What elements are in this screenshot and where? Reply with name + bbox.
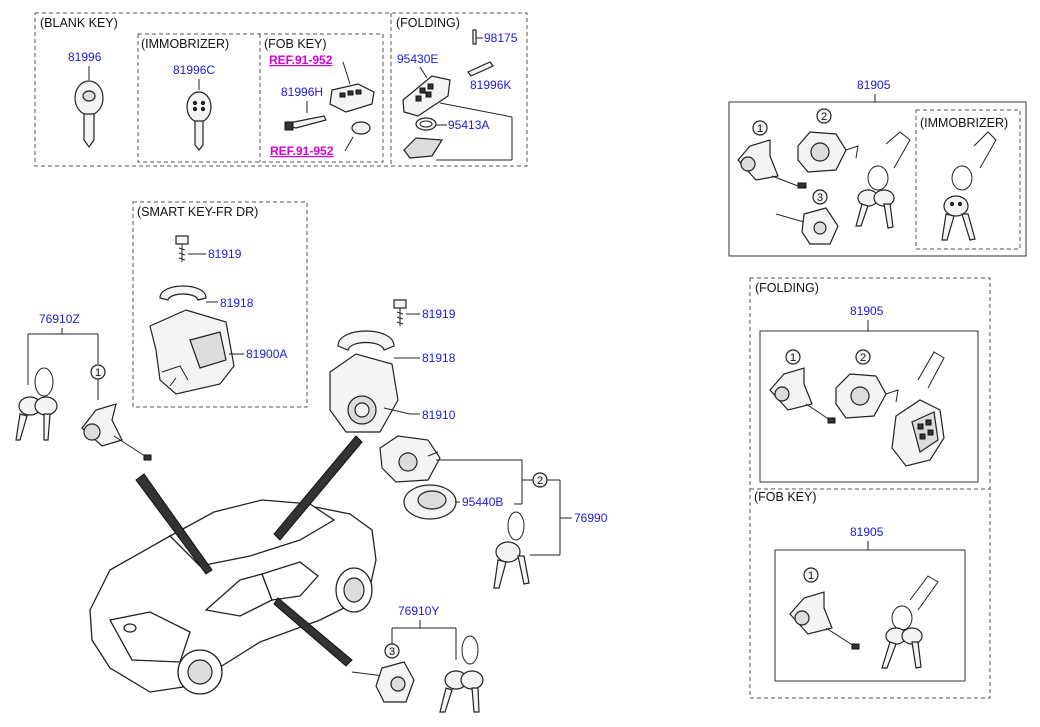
part-95440B-label[interactable]: 95440B xyxy=(462,495,503,509)
door-lock-cylinder-icon xyxy=(81,403,152,461)
immobilizer-key-set-icon-a xyxy=(941,131,997,241)
svg-text:2: 2 xyxy=(537,475,543,487)
part-81919-smart-label[interactable]: 81919 xyxy=(208,247,242,261)
right-immobrizer-label: (IMMOBRIZER) xyxy=(920,116,1008,130)
lock-cylinder-icon-a1 xyxy=(737,139,807,189)
smart-key-box xyxy=(132,201,308,408)
part-81905-b-label[interactable]: 81905 xyxy=(850,304,884,318)
part-76910Z-label[interactable]: 76910Z xyxy=(39,312,80,326)
smart-key-label: (SMART KEY-FR DR) xyxy=(137,205,258,219)
part-81910-label[interactable]: 81910 xyxy=(422,408,456,422)
pin-icon xyxy=(472,29,477,45)
part-95413A-label[interactable]: 95413A xyxy=(448,118,489,132)
key-case-bottom-icon xyxy=(403,137,444,159)
immobilizer-coil-icon xyxy=(403,484,457,520)
immobrizer-label: (IMMOBRIZER) xyxy=(141,37,229,51)
svg-text:1: 1 xyxy=(808,570,814,582)
key-pair-icon xyxy=(15,367,58,441)
svg-text:1: 1 xyxy=(95,367,101,379)
lock-cylinder-icon-a3 xyxy=(775,207,839,245)
part-81996C-label[interactable]: 81996C xyxy=(173,63,215,77)
blank-key-icon xyxy=(74,80,104,149)
svg-text:3: 3 xyxy=(389,646,395,658)
car-illustration xyxy=(89,499,377,695)
set-81905-fob-box xyxy=(774,549,966,682)
ignition-switch-icon xyxy=(379,435,441,483)
folding-key-icon-b xyxy=(891,351,945,467)
part-81996H-label[interactable]: 81996H xyxy=(281,85,323,99)
part-81918-label[interactable]: 81918 xyxy=(422,351,456,365)
key-set-icon-a xyxy=(855,131,911,229)
part-81918-smart-label[interactable]: 81918 xyxy=(220,296,254,310)
svg-text:2: 2 xyxy=(860,352,866,364)
set-81905-box xyxy=(728,101,1027,257)
part-81996K-label[interactable]: 81996K xyxy=(470,78,511,92)
folding-label: (FOLDING) xyxy=(396,16,460,30)
screw-icon xyxy=(175,235,189,262)
part-81905-a-label[interactable]: 81905 xyxy=(857,78,891,92)
fob-remote-icon xyxy=(329,83,375,113)
ignition-switch-icon-a2 xyxy=(797,131,859,173)
coin-battery-icon xyxy=(351,121,371,135)
ignition-key-set-icon xyxy=(493,511,530,589)
svg-text:2: 2 xyxy=(821,111,827,123)
screw-icon-main xyxy=(393,299,407,326)
part-76990-label[interactable]: 76990 xyxy=(574,511,608,525)
part-81996-label[interactable]: 81996 xyxy=(68,50,102,64)
right-fob-key-label: (FOB KEY) xyxy=(754,490,817,504)
part-95430E-label[interactable]: 95430E xyxy=(397,52,438,66)
top-key-groups-box xyxy=(34,12,528,167)
bracket-icon xyxy=(159,285,207,301)
svg-text:1: 1 xyxy=(757,123,763,135)
emergency-key-blade-icon xyxy=(284,115,327,131)
key-set-icon-c xyxy=(881,575,939,669)
ref-91-952-top[interactable]: REF.91-952 xyxy=(269,53,333,67)
callout-3-76910Y xyxy=(384,643,400,659)
set-81905-folding-box xyxy=(759,330,979,483)
lock-assembly-icon xyxy=(329,353,411,433)
part-81919-label[interactable]: 81919 xyxy=(422,307,456,321)
folding-key-blade-icon xyxy=(467,61,494,77)
folding-key-case-icon xyxy=(402,75,451,117)
right-immobrizer-box xyxy=(915,109,1021,250)
right-folding-label: (FOLDING) xyxy=(755,281,819,295)
right-folding-fob-box xyxy=(749,277,991,699)
blank-key-label: (BLANK KEY) xyxy=(40,16,118,30)
oring-icon xyxy=(415,117,437,131)
pointer-arrow-bottom xyxy=(273,597,353,667)
part-98175-label[interactable]: 98175 xyxy=(484,31,518,45)
key-pair-icon-76910Y xyxy=(439,635,484,713)
ref-91-952-bottom[interactable]: REF.91-952 xyxy=(270,144,334,158)
svg-text:1: 1 xyxy=(790,352,796,364)
pointer-arrow-top xyxy=(273,435,363,541)
lock-cylinder-icon-c1 xyxy=(789,591,860,650)
part-81905-c-label[interactable]: 81905 xyxy=(850,525,884,539)
part-76910Y-label[interactable]: 76910Y xyxy=(398,604,439,618)
rear-lock-cylinder-icon xyxy=(351,661,415,703)
fob-key-label: (FOB KEY) xyxy=(264,37,327,51)
door-lock-housing-icon xyxy=(149,309,235,395)
part-81900A-label[interactable]: 81900A xyxy=(246,347,287,361)
steering-lock-bracket-icon xyxy=(337,330,395,351)
immobilizer-key-icon xyxy=(186,91,212,151)
svg-text:3: 3 xyxy=(817,192,823,204)
pointer-arrow-left xyxy=(135,473,213,575)
lock-cylinder-icon-b1 xyxy=(769,367,836,424)
ignition-switch-icon-b2 xyxy=(835,373,899,419)
